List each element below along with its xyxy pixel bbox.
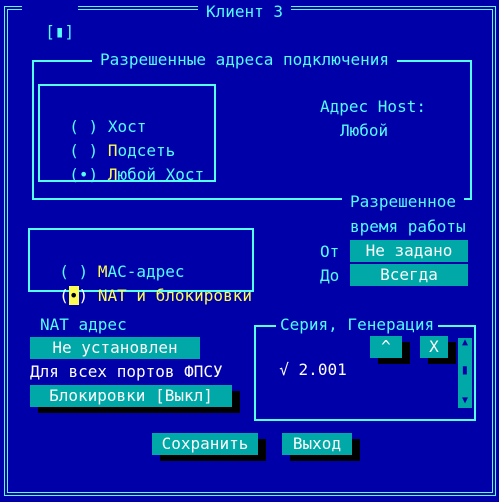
check-icon: √	[279, 360, 289, 379]
list-item[interactable]: √ 2.001	[260, 340, 347, 380]
host-type-group	[38, 84, 216, 182]
radio-marker: ( )	[69, 141, 99, 160]
nat-address-label: NAT адрес	[40, 315, 127, 334]
radio-nat-blocking[interactable]: (•) NAT и блокировки	[40, 266, 252, 306]
window-title: Клиент 3	[198, 2, 292, 22]
scroll-up-icon[interactable]: ▲	[461, 337, 469, 348]
series-title: Серия, Генерация	[276, 315, 439, 335]
work-time-title-line2: время работы	[350, 217, 466, 236]
radio-label-nat: AT и блокировки	[107, 286, 252, 305]
radio-marker: ( )	[69, 117, 99, 136]
all-ports-label: Для всех портов ФПСУ	[30, 362, 223, 381]
series-value: 2.001	[298, 360, 347, 379]
hotkey-letter: П	[107, 141, 118, 160]
blocking-button[interactable]: Блокировки [Выкл]	[30, 385, 232, 407]
move-up-button[interactable]: ^	[370, 336, 402, 358]
scroll-down-icon[interactable]: ▼	[461, 395, 469, 406]
radio-label-any-host: юбой Хост	[117, 165, 205, 184]
hotkey-letter: N	[97, 286, 108, 305]
radio-label-subnet: одсеть	[117, 141, 176, 160]
save-button[interactable]: Сохранить	[152, 433, 258, 455]
radio-marker-close: )	[78, 286, 89, 305]
radio-label-host: Хост	[107, 117, 147, 136]
to-label: До	[320, 266, 340, 285]
hotkey-letter: M	[97, 262, 108, 281]
host-address-label: Адрес Host:	[320, 97, 426, 116]
radio-marker: ( )	[59, 262, 89, 281]
radio-host[interactable]: ( ) Хост	[50, 97, 146, 137]
radio-any-host[interactable]: (•) Любой Хост	[50, 145, 204, 185]
delete-button[interactable]: X	[420, 336, 448, 358]
radio-mac-address[interactable]: ( ) MAC-адрес	[40, 242, 185, 282]
from-field[interactable]: Не задано	[350, 240, 468, 262]
from-label: От	[320, 242, 340, 261]
scrollbar[interactable]	[458, 338, 472, 408]
radio-marker: (•)	[69, 165, 99, 184]
radio-label-mac: AC-адрес	[107, 262, 185, 281]
scroll-thumb[interactable]: ▮	[460, 362, 470, 378]
allowed-addresses-title: Разрешенные адреса подключения	[92, 50, 397, 70]
host-address-value: Любой	[340, 121, 389, 140]
radio-subnet[interactable]: ( ) Подсеть	[50, 121, 175, 161]
to-field[interactable]: Всегда	[350, 264, 468, 286]
radio-dot-icon: •	[68, 286, 79, 305]
exit-button[interactable]: Выход	[282, 433, 352, 455]
hotkey-letter: Л	[107, 165, 118, 184]
close-icon[interactable]: [▮]	[22, 2, 79, 42]
work-time-title-line1: Разрешенное	[342, 192, 464, 212]
radio-marker-open: (	[59, 286, 69, 305]
mode-group	[28, 228, 254, 292]
nat-address-field[interactable]: Не установлен	[30, 337, 200, 359]
